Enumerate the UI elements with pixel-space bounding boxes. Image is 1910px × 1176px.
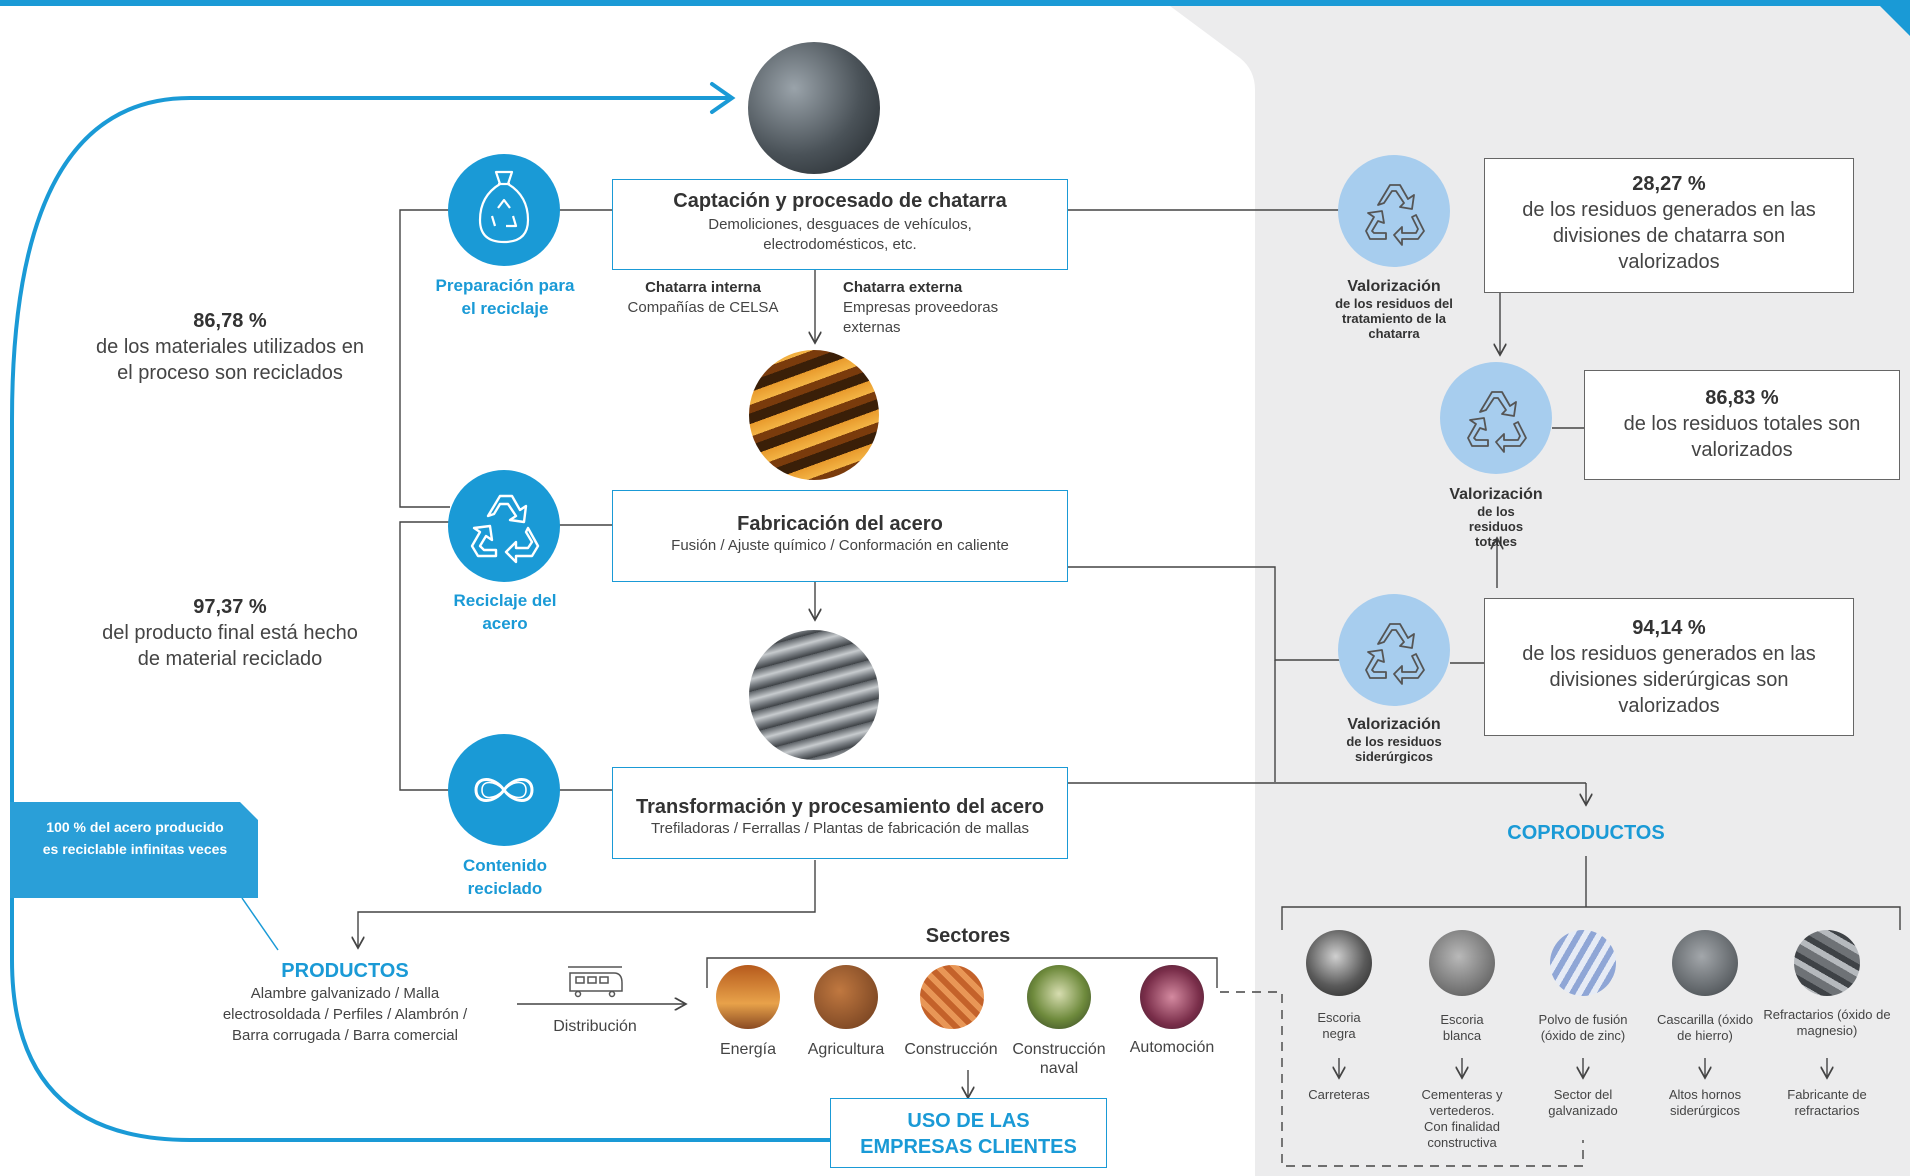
- refractory-photo: [1794, 930, 1860, 996]
- construction-photo: [920, 965, 984, 1029]
- coproduct-1-use: Cementeras y vertederos. Con finalidad c…: [1421, 1087, 1503, 1150]
- steel-title: Fabricación del acero: [737, 513, 943, 535]
- white-slag-photo: [1429, 930, 1495, 996]
- valorization-steel-sub: de los residuos siderúrgicos: [1346, 734, 1442, 764]
- stage-recycle-label: Reciclaje del acero: [453, 591, 557, 633]
- scrap-photo: [748, 42, 880, 174]
- rebar-photo: [749, 630, 879, 760]
- valorization-total-icon: [1440, 362, 1552, 474]
- valorization-total-sub: de los residuos totales: [1468, 504, 1524, 549]
- coproduct-1-name: Escoria blanca: [1440, 1012, 1484, 1043]
- coproduct-0-name: Escoria negra: [1317, 1010, 1361, 1041]
- transform-subtitle: Trefiladoras / Ferrallas / Plantas de fa…: [651, 820, 1029, 837]
- circular-loop: [10, 96, 830, 1142]
- coproduct-2-use: Sector del galvanizado: [1548, 1087, 1618, 1118]
- zinc-dust-photo: [1550, 930, 1616, 996]
- steel-subtitle: Fusión / Ajuste químico / Conformación e…: [671, 537, 1009, 554]
- hot-steel-photo: [749, 350, 879, 480]
- valorization-scrap-sub: de los residuos del tratamiento de la ch…: [1335, 296, 1453, 341]
- clients-label: USO DE LAS EMPRESAS CLIENTES: [860, 1110, 1077, 1158]
- products-title: PRODUCTOS: [281, 960, 409, 982]
- sector-agriculture: Agricultura: [807, 1041, 885, 1058]
- transform-title: Transformación y procesamiento del acero: [636, 796, 1044, 818]
- stat-product: 97,37 % del producto final está hecho de…: [90, 594, 370, 672]
- scrap-valorization-text: de los residuos generados en las divisio…: [1522, 199, 1816, 273]
- scrap-internal-title: Chatarra interna: [645, 279, 761, 296]
- scrap-internal-sub: Compañías de CELSA: [627, 299, 779, 316]
- stage-prep-label: Preparación para el reciclaje: [435, 276, 575, 318]
- valorization-steel-icon: [1338, 594, 1450, 706]
- total-valorization-text: de los residuos totales son valorizados: [1623, 413, 1861, 461]
- transform-box: Transformación y procesamiento del acero…: [612, 767, 1068, 859]
- naval-photo: [1027, 965, 1091, 1029]
- coproducts-title: COPRODUCTOS: [1507, 822, 1665, 844]
- gray-panel: [1170, 6, 1910, 1176]
- capture-subtitle: Demoliciones, desguaces de vehículos, el…: [708, 216, 972, 253]
- steel-valorization-value: 94,14 %: [1632, 617, 1706, 639]
- stat-product-value: 97,37 %: [193, 596, 267, 618]
- valorization-scrap-label: Valorización de los residuos del tratami…: [1318, 278, 1470, 341]
- capture-box: Captación y procesado de chatarra Demoli…: [612, 179, 1068, 270]
- valorization-total-label: Valorización de los residuos totales: [1420, 486, 1572, 549]
- capture-title: Captación y procesado de chatarra: [673, 190, 1007, 212]
- valorization-scrap-title: Valorización: [1347, 278, 1441, 295]
- automotive-photo: [1140, 965, 1204, 1029]
- sector-automotive: Automoción: [1129, 1039, 1215, 1056]
- sectors-title: Sectores: [925, 925, 1011, 947]
- valorization-total-title: Valorización: [1449, 486, 1543, 503]
- scrap-external-sub: Empresas proveedoras externas: [843, 299, 999, 336]
- scrap-internal: Chatarra interna Compañías de CELSA: [618, 278, 788, 318]
- agriculture-photo: [814, 965, 878, 1029]
- sector-construction: Construcción: [904, 1041, 998, 1058]
- coproduct-4-use: Fabricante de refractarios: [1787, 1087, 1867, 1118]
- coproduct-2-name: Polvo de fusión (óxido de zinc): [1538, 1012, 1628, 1043]
- sector-naval: Construcción naval: [1012, 1041, 1106, 1077]
- coproduct-0-use: Carreteras: [1308, 1087, 1370, 1102]
- products-text: Alambre galvanizado / Malla electrosolda…: [222, 985, 468, 1044]
- coproduct-3-use: Altos hornos siderúrgicos: [1668, 1087, 1742, 1118]
- steel-box: Fabricación del acero Fusión / Ajuste qu…: [612, 490, 1068, 582]
- coproduct-4-name: Refractarios (óxido de magnesio): [1763, 1007, 1891, 1038]
- energy-photo: [716, 965, 780, 1029]
- coproduct-3-name: Cascarilla (óxido de hierro): [1656, 1012, 1754, 1043]
- callout-shape: [10, 802, 258, 898]
- recycle-arrows-icon: [448, 470, 560, 582]
- infinity-icon: [448, 734, 560, 846]
- scrap-external: Chatarra externa Empresas proveedoras ex…: [843, 278, 1033, 338]
- scrap-valorization-box: 28,27 % de los residuos generados en las…: [1484, 158, 1854, 293]
- train-icon: [566, 963, 624, 1004]
- callout-text: 100 % del acero producido es reciclable …: [42, 819, 228, 857]
- steel-valorization-text: de los residuos generados en las divisio…: [1522, 643, 1816, 717]
- stat-materials-value: 86,78 %: [193, 310, 267, 332]
- stat-materials-text: de los materiales utilizados en el proce…: [96, 336, 364, 384]
- black-slag-photo: [1306, 930, 1372, 996]
- stat-product-text: del producto final está hecho de materia…: [102, 622, 358, 670]
- bag-recycle-icon: [448, 154, 560, 266]
- stage-content-label: Contenido reciclado: [462, 856, 548, 898]
- top-band: [0, 0, 1910, 6]
- valorization-steel-label: Valorización de los residuos siderúrgico…: [1318, 716, 1470, 764]
- stat-materials: 86,78 % de los materiales utilizados en …: [90, 308, 370, 386]
- scrap-valorization-value: 28,27 %: [1632, 173, 1706, 195]
- mill-scale-photo: [1672, 930, 1738, 996]
- total-valorization-box: 86,83 % de los residuos totales son valo…: [1584, 370, 1900, 480]
- clients-box: USO DE LAS EMPRESAS CLIENTES: [830, 1098, 1107, 1168]
- scrap-external-title: Chatarra externa: [843, 279, 963, 296]
- distribution-label: Distribución: [553, 1018, 637, 1035]
- valorization-steel-title: Valorización: [1347, 716, 1441, 733]
- steel-valorization-box: 94,14 % de los residuos generados en las…: [1484, 598, 1854, 736]
- sector-energy: Energía: [719, 1041, 777, 1058]
- total-valorization-value: 86,83 %: [1705, 387, 1779, 409]
- valorization-scrap-icon: [1338, 155, 1450, 267]
